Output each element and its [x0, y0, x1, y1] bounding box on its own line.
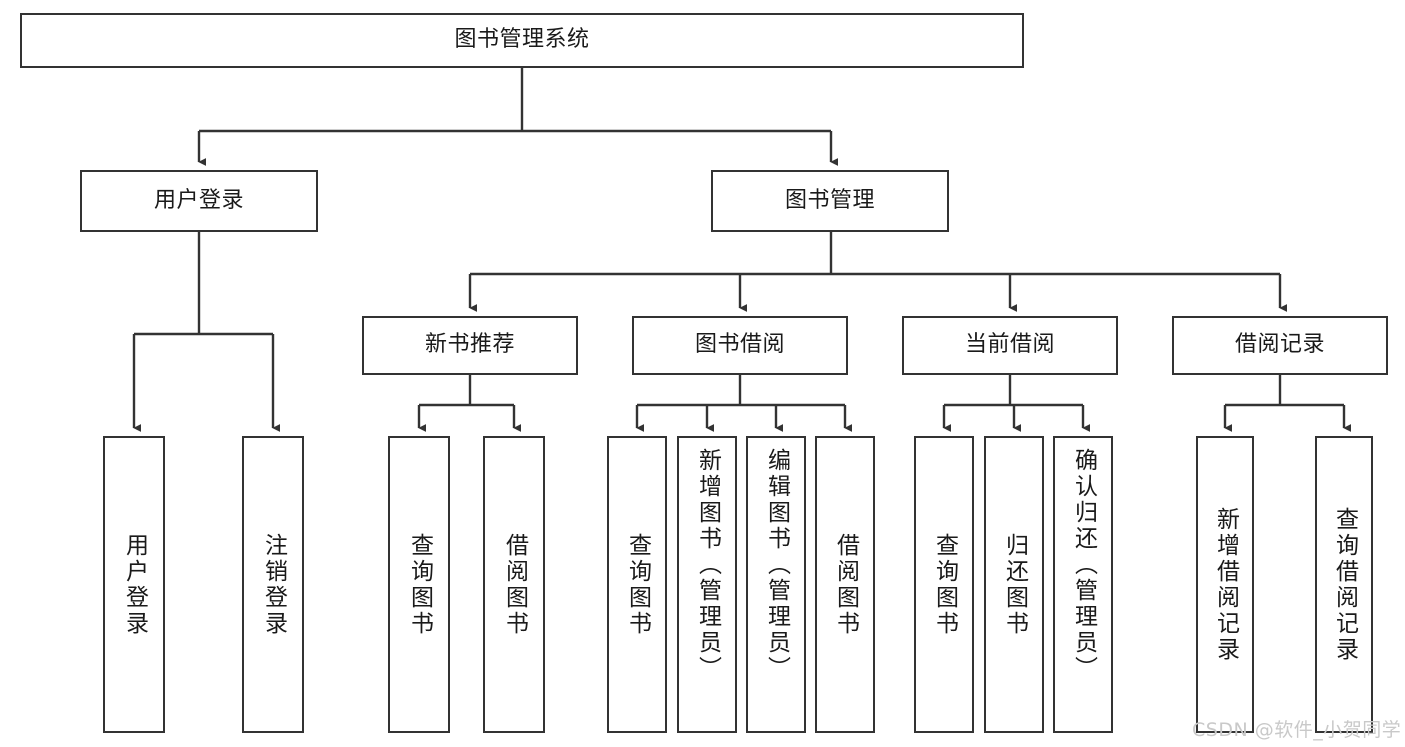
node-leaf-return-book[interactable]: 归还图书 — [984, 436, 1044, 733]
node-leaf-confirm-return-admin-label: 确认归还（管理员） — [1070, 448, 1097, 682]
node-new-book-recommend[interactable]: 新书推荐 — [362, 316, 578, 375]
node-root[interactable]: 图书管理系统 — [20, 13, 1024, 68]
node-leaf-borrow-book-1-label: 借阅图书 — [501, 532, 528, 637]
node-new-book-recommend-label: 新书推荐 — [424, 332, 515, 358]
node-current-borrow-label: 当前借阅 — [964, 332, 1055, 358]
node-borrow-record-label: 借阅记录 — [1234, 332, 1325, 358]
node-current-borrow[interactable]: 当前借阅 — [902, 316, 1118, 375]
node-leaf-query-book-3-label: 查询图书 — [931, 532, 958, 637]
node-leaf-user-login-label: 用户登录 — [121, 532, 148, 637]
node-book-borrow[interactable]: 图书借阅 — [632, 316, 848, 375]
node-leaf-query-book-3[interactable]: 查询图书 — [914, 436, 974, 733]
node-leaf-add-borrow-record-label: 新增借阅记录 — [1212, 506, 1239, 663]
node-leaf-borrow-book-2[interactable]: 借阅图书 — [815, 436, 875, 733]
node-leaf-edit-book-admin-label: 编辑图书（管理员） — [763, 448, 790, 682]
node-leaf-borrow-book-2-label: 借阅图书 — [832, 532, 859, 637]
csdn-watermark: CSDN @软件_小贺同学 — [1192, 719, 1402, 741]
node-leaf-add-borrow-record[interactable]: 新增借阅记录 — [1196, 436, 1254, 733]
node-leaf-query-book-1[interactable]: 查询图书 — [388, 436, 450, 733]
node-book-manage-label: 图书管理 — [784, 187, 875, 213]
node-leaf-add-book-admin[interactable]: 新增图书（管理员） — [677, 436, 737, 733]
node-leaf-query-borrow-record-label: 查询借阅记录 — [1331, 506, 1358, 663]
node-root-label: 图书管理系统 — [454, 27, 590, 53]
node-leaf-user-login[interactable]: 用户登录 — [103, 436, 165, 733]
node-leaf-query-book-2[interactable]: 查询图书 — [607, 436, 667, 733]
node-leaf-edit-book-admin[interactable]: 编辑图书（管理员） — [746, 436, 806, 733]
node-leaf-query-book-1-label: 查询图书 — [406, 532, 433, 637]
node-leaf-logout-label: 注销登录 — [260, 532, 287, 637]
node-leaf-logout[interactable]: 注销登录 — [242, 436, 304, 733]
node-leaf-add-book-admin-label: 新增图书（管理员） — [694, 448, 721, 682]
node-leaf-return-book-label: 归还图书 — [1001, 532, 1028, 637]
node-user-login-label: 用户登录 — [153, 187, 244, 213]
node-leaf-borrow-book-1[interactable]: 借阅图书 — [483, 436, 545, 733]
node-book-borrow-label: 图书借阅 — [694, 332, 785, 358]
node-book-manage[interactable]: 图书管理 — [711, 170, 949, 232]
node-user-login[interactable]: 用户登录 — [80, 170, 318, 232]
node-leaf-query-borrow-record[interactable]: 查询借阅记录 — [1315, 436, 1373, 733]
node-leaf-query-book-2-label: 查询图书 — [624, 532, 651, 637]
node-leaf-confirm-return-admin[interactable]: 确认归还（管理员） — [1053, 436, 1113, 733]
node-borrow-record[interactable]: 借阅记录 — [1172, 316, 1388, 375]
